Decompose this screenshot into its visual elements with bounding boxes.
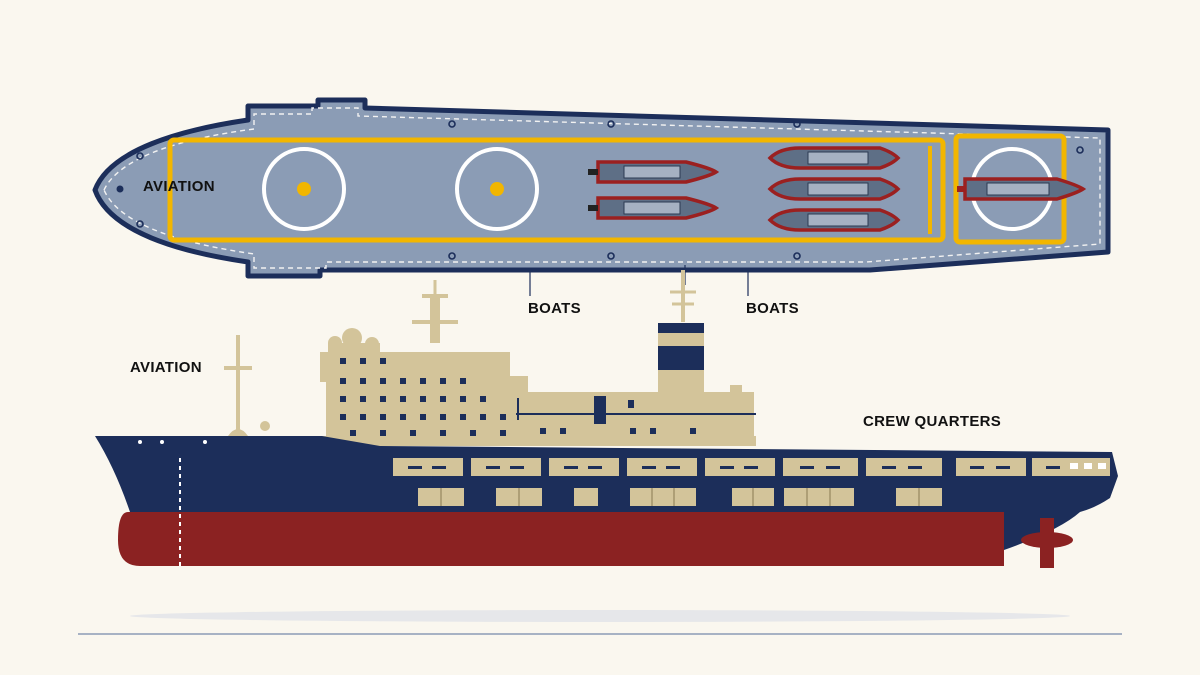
boat-4 [767,177,901,201]
superstructure [320,352,756,446]
deck-fittings [136,120,1084,260]
bow-mast [224,335,252,432]
helipad-2 [455,147,539,231]
boat-3 [767,146,901,170]
boat-2 [588,196,720,220]
crew-quarters-label: CREW QUARTERS [863,413,1002,430]
aviation-label-top: AVIATION [143,178,215,195]
crew-quarters-dividers [440,488,920,506]
side-profile-view [95,270,1118,568]
boat-5 [767,208,901,232]
aft-railing [1070,463,1106,469]
flight-deck-zone [167,137,946,243]
funnel [658,323,704,395]
helipad-1 [262,147,346,231]
deck-plan-view [92,97,1111,279]
deck-outline [92,97,1111,279]
aviation-label-side: AVIATION [130,359,202,376]
propeller [1021,518,1073,568]
radar-domes [328,328,380,353]
boats-label-left: BOATS [528,300,581,317]
main-mast [412,280,458,343]
bow-marker [116,185,124,193]
shadow [130,610,1070,622]
crew-quarters-windows-upper [393,458,1110,476]
boats-label-right: BOATS [746,300,799,317]
superstructure-windows [340,358,756,436]
crew-quarters-bunks [408,466,1060,469]
bow-portholes [138,440,207,444]
boat-1 [588,160,720,184]
boat-6 [957,177,1087,201]
hull-lower [118,512,1004,566]
aft-mast [670,270,696,322]
crew-quarters-windows-lower [418,488,942,506]
